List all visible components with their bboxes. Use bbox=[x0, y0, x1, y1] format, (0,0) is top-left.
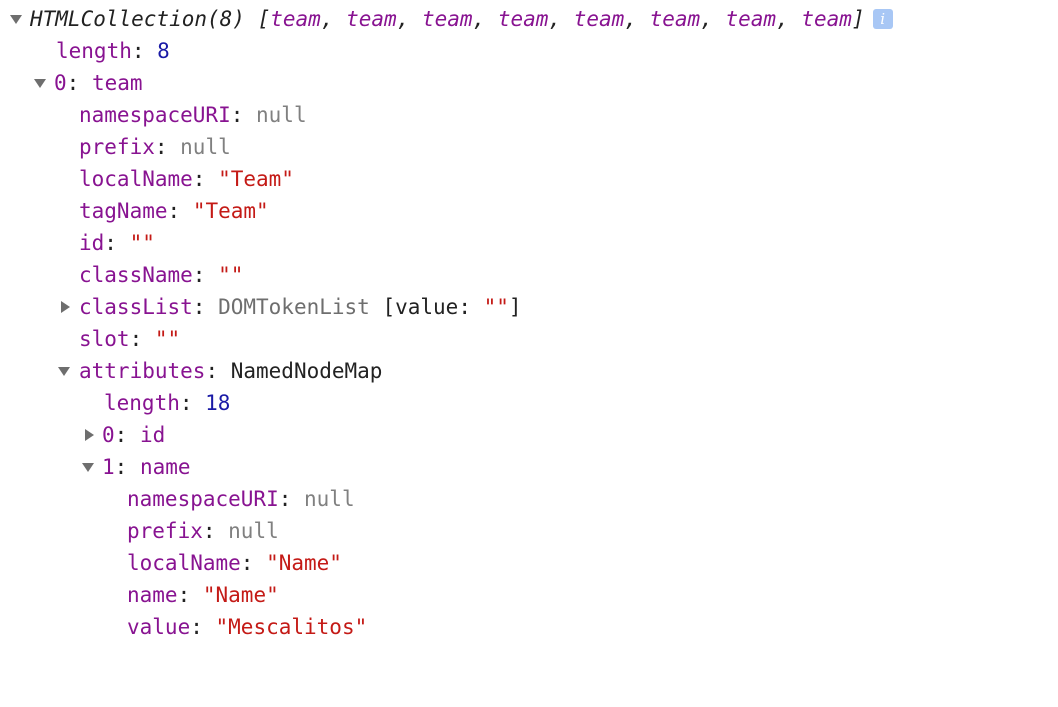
property-row: name: "Name" bbox=[127, 583, 279, 607]
property-key: attributes bbox=[79, 359, 206, 383]
collection-summary: HTMLCollection(8) [team, team, team, tea… bbox=[30, 3, 893, 35]
triangle-down-icon[interactable] bbox=[34, 79, 46, 88]
property-row: localName: "Name" bbox=[127, 551, 342, 575]
property-key: localName bbox=[79, 167, 193, 191]
property-value: null bbox=[304, 487, 355, 511]
item-index: 0 bbox=[102, 423, 115, 447]
property-value: 8 bbox=[157, 39, 170, 63]
property-key: length bbox=[104, 391, 180, 415]
property-value: "" bbox=[154, 327, 181, 351]
property-row: tagName: "Team" bbox=[79, 199, 269, 223]
property-value: "Mescalitos" bbox=[215, 615, 368, 639]
property-key: prefix bbox=[79, 135, 155, 159]
property-key: classList bbox=[79, 295, 193, 319]
preview-key: value bbox=[395, 295, 459, 319]
triangle-right-icon[interactable] bbox=[85, 429, 94, 441]
property-row: value: "Mescalitos" bbox=[127, 615, 368, 639]
collection-type: HTMLCollection(8) bbox=[30, 7, 245, 31]
item-index: 1 bbox=[102, 455, 115, 479]
property-key: className bbox=[79, 263, 193, 287]
property-value: "Name" bbox=[266, 551, 342, 575]
property-type: NamedNodeMap bbox=[230, 359, 383, 383]
property-key: tagName bbox=[79, 199, 168, 223]
triangle-down-icon[interactable] bbox=[82, 463, 94, 472]
property-key: length bbox=[56, 39, 132, 63]
property-row: length: 18 bbox=[104, 391, 231, 415]
property-type: DOMTokenList bbox=[218, 295, 370, 319]
collection-item: team bbox=[649, 7, 701, 31]
property-value: 18 bbox=[205, 391, 231, 415]
property-key: value bbox=[127, 615, 191, 639]
info-icon[interactable]: i bbox=[872, 9, 893, 29]
triangle-down-icon[interactable] bbox=[10, 15, 22, 24]
collection-item: team bbox=[346, 7, 397, 31]
triangle-right-icon[interactable] bbox=[61, 301, 70, 313]
collection-item: team bbox=[422, 7, 473, 31]
property-value: "Name" bbox=[202, 583, 279, 607]
property-key: namespaceURI bbox=[79, 103, 231, 127]
property-value: "Team" bbox=[192, 199, 269, 223]
item-value: team bbox=[91, 71, 143, 95]
property-key: localName bbox=[127, 551, 241, 575]
classlist-row[interactable]: classList: DOMTokenList [value: ""] bbox=[0, 291, 522, 323]
property-row: length: 8 bbox=[56, 39, 170, 63]
property-row: namespaceURI: null bbox=[127, 487, 355, 511]
attributes-row[interactable]: attributes: NamedNodeMap bbox=[0, 355, 382, 387]
property-value: null bbox=[228, 519, 279, 543]
collection-item: team bbox=[497, 7, 549, 31]
property-value: "Team" bbox=[218, 167, 294, 191]
attribute-item-0[interactable]: 0: id bbox=[0, 419, 165, 451]
property-row: localName: "Team" bbox=[79, 167, 294, 191]
property-value: "" bbox=[218, 263, 244, 287]
collection-item: team bbox=[725, 7, 777, 31]
item-value: id bbox=[139, 423, 166, 447]
property-key: slot bbox=[79, 327, 130, 351]
collection-header-row[interactable]: HTMLCollection(8) [team, team, team, tea… bbox=[0, 3, 893, 35]
property-key: namespaceURI bbox=[127, 487, 279, 511]
property-key: id bbox=[79, 231, 105, 255]
attribute-item-1[interactable]: 1: name bbox=[0, 451, 191, 483]
property-row: prefix: null bbox=[79, 135, 231, 159]
property-key: name bbox=[127, 583, 178, 607]
console-object-tree: HTMLCollection(8) [team, team, team, tea… bbox=[0, 3, 893, 639]
property-value: null bbox=[180, 135, 231, 159]
property-key: prefix bbox=[127, 519, 203, 543]
property-row: prefix: null bbox=[127, 519, 279, 543]
property-value: null bbox=[256, 103, 307, 127]
item-index: 0 bbox=[54, 71, 67, 95]
collection-item: team bbox=[573, 7, 625, 31]
collection-item: team bbox=[801, 7, 852, 31]
preview-value: "" bbox=[483, 295, 509, 319]
item-value: name bbox=[139, 455, 191, 479]
property-value: "" bbox=[129, 231, 155, 255]
collection-item: team bbox=[270, 7, 321, 31]
property-row: className: "" bbox=[79, 263, 244, 287]
triangle-down-icon[interactable] bbox=[58, 367, 70, 376]
property-row: namespaceURI: null bbox=[79, 103, 307, 127]
property-row: slot: "" bbox=[79, 327, 181, 351]
item-row-0[interactable]: 0: team bbox=[0, 67, 143, 99]
property-row: id: "" bbox=[79, 231, 155, 255]
